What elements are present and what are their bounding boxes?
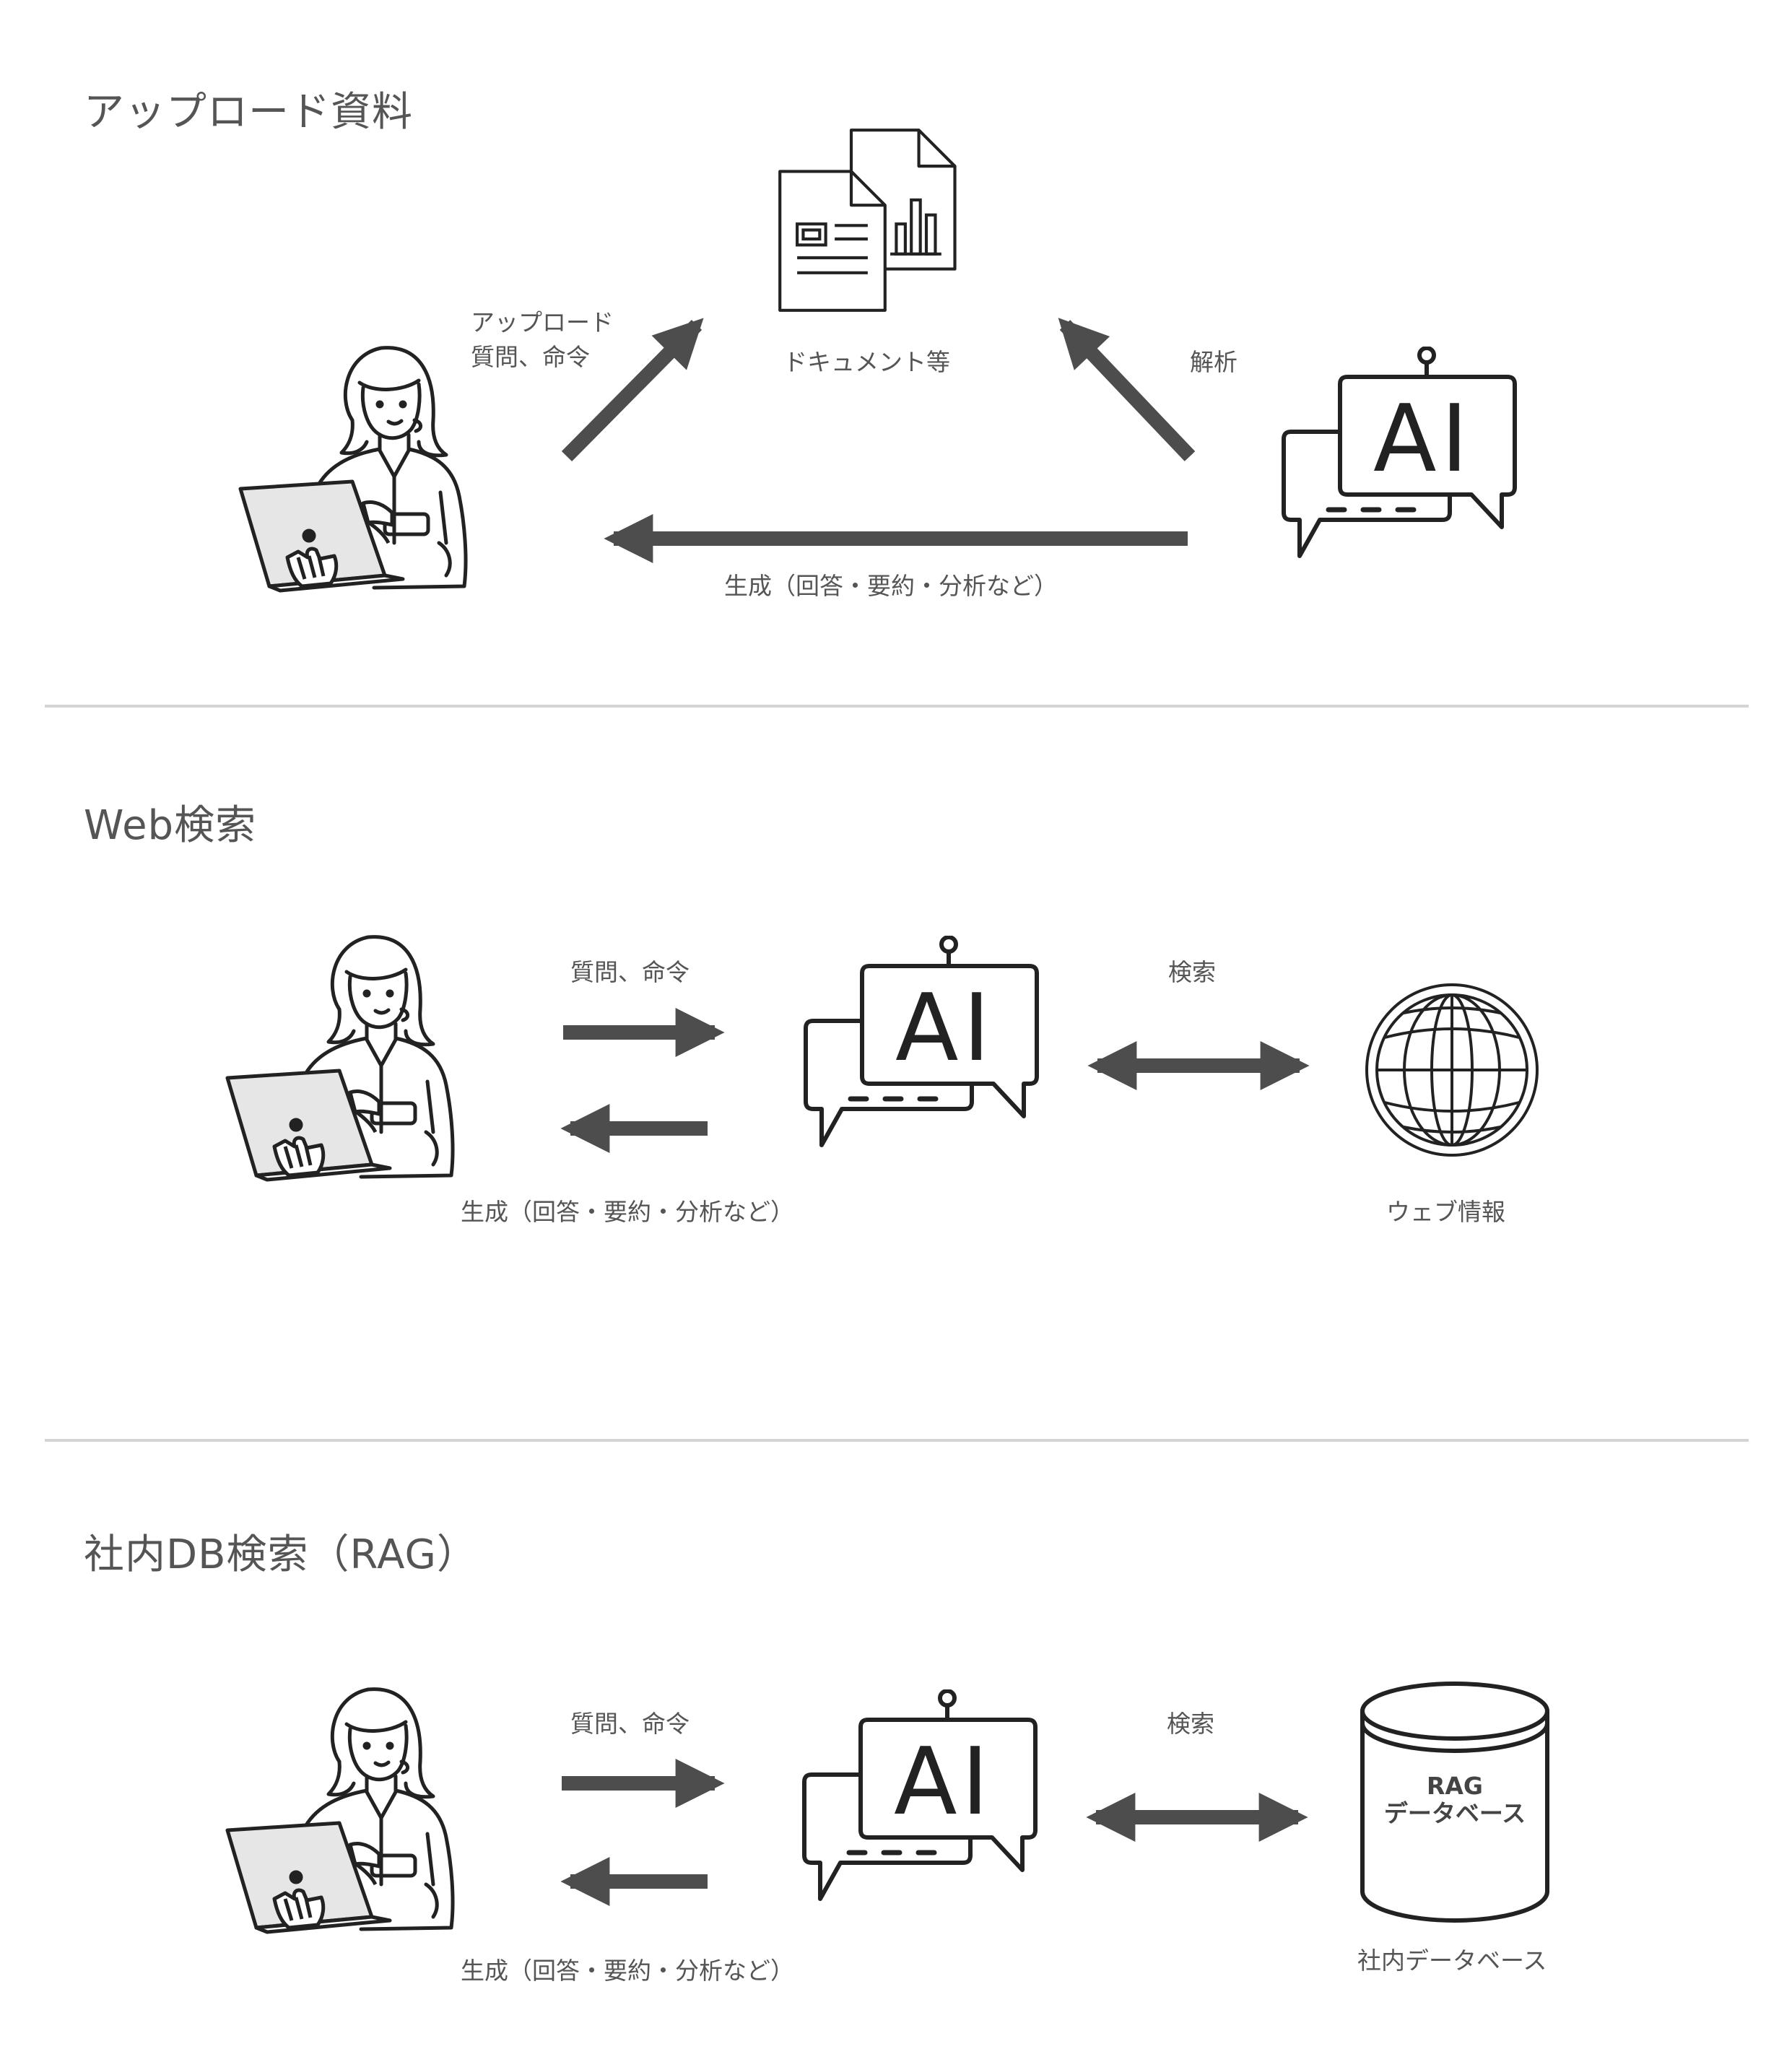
label-question: 質問、命令 bbox=[570, 958, 690, 986]
ai-text: AI bbox=[894, 1728, 993, 1836]
label-analyze: 解析 bbox=[1190, 348, 1238, 376]
label-internal-db: 社内データベース bbox=[1357, 1946, 1547, 1975]
label-generate: 生成（回答・要約・分析など） bbox=[461, 1957, 794, 1985]
ai-text: AI bbox=[895, 975, 995, 1082]
database-label: RAG データベース bbox=[1357, 1772, 1552, 1827]
label-question: 質問、命令 bbox=[570, 1710, 690, 1738]
db-label-database: データベース bbox=[1383, 1798, 1526, 1827]
section-divider bbox=[45, 1439, 1749, 1442]
section-divider bbox=[45, 705, 1749, 708]
label-upload-question: アップロード 質問、命令 bbox=[471, 305, 614, 375]
label-generate: 生成（回答・要約・分析など） bbox=[724, 572, 1058, 600]
label-upload: アップロード bbox=[471, 308, 614, 336]
label-search: 検索 bbox=[1168, 958, 1216, 986]
arrow-ai-to-documents bbox=[1058, 318, 1196, 461]
label-search: 検索 bbox=[1167, 1710, 1214, 1738]
section-title-web: Web検索 bbox=[84, 802, 257, 849]
label-web-info: ウェブ情報 bbox=[1386, 1198, 1505, 1226]
section-title-rag: 社内DB検索（RAG） bbox=[84, 1531, 478, 1578]
db-label-rag: RAG bbox=[1426, 1772, 1484, 1800]
ai-text: AI bbox=[1373, 386, 1473, 493]
label-question: 質問、命令 bbox=[471, 342, 590, 371]
section-title-upload: アップロード資料 bbox=[84, 89, 413, 136]
label-documents: ドキュメント等 bbox=[783, 348, 950, 376]
arrow-upload-to-documents bbox=[561, 318, 704, 462]
label-generate: 生成（回答・要約・分析など） bbox=[461, 1198, 794, 1226]
